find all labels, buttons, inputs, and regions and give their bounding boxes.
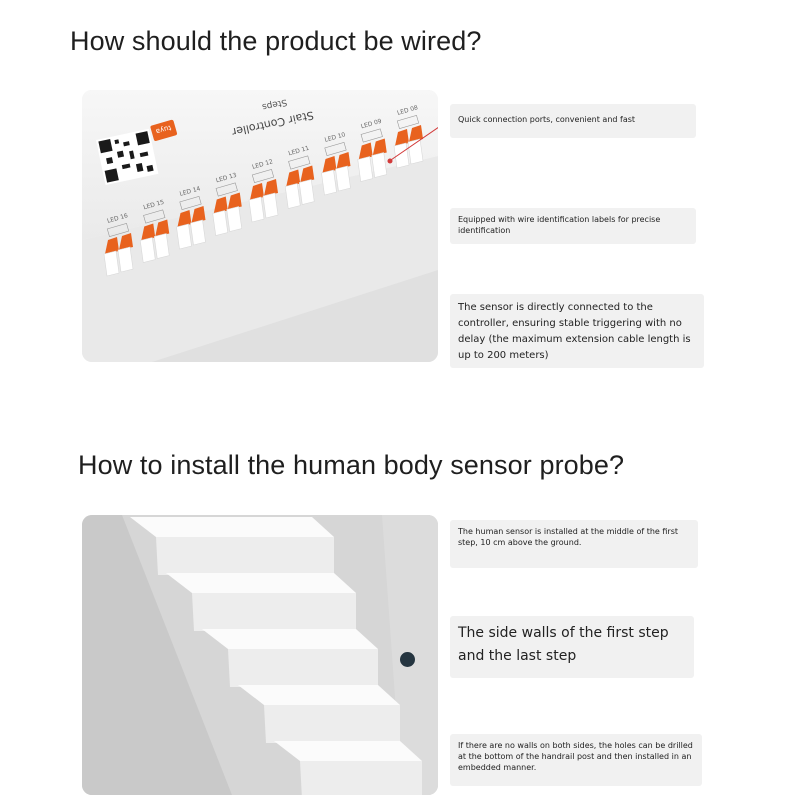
stair-riser: [300, 761, 422, 795]
stair-riser: [192, 593, 356, 631]
brand-name: tuya: [155, 123, 172, 135]
terminal-lever: [336, 152, 351, 169]
terminal-body: [139, 237, 156, 263]
terminal-lever: [300, 165, 315, 183]
terminal-body: [393, 142, 410, 169]
port-label-box: [288, 155, 311, 170]
terminal-body: [321, 169, 337, 196]
stairs-illustration: [82, 515, 438, 795]
terminal-lever: [250, 183, 264, 200]
terminal-lever: [119, 233, 133, 250]
terminal-body: [153, 233, 170, 259]
terminal-body: [190, 219, 206, 246]
note-handrail-holes: If there are no walls on both sides, the…: [450, 734, 702, 786]
terminal-body: [357, 156, 374, 182]
terminal-lever: [105, 237, 119, 254]
terminal-body: [298, 179, 315, 205]
note-sensor-connection: The sensor is directly connected to the …: [450, 294, 704, 368]
brand-logo: tuya: [150, 119, 178, 141]
stair-riser: [156, 537, 334, 575]
note-sensor-height: The human sensor is installed at the mid…: [450, 520, 698, 568]
terminal-lever: [409, 125, 423, 142]
stair-riser: [228, 649, 378, 687]
terminal-lever: [177, 210, 192, 227]
terminal-body: [284, 183, 301, 209]
terminal-lever: [322, 156, 337, 173]
terminal-body: [248, 196, 265, 223]
port-label-box: [143, 209, 166, 224]
note-wire-labels: Equipped with wire identification labels…: [450, 208, 696, 244]
port-label-box: [324, 142, 347, 156]
port-label-box: [179, 196, 202, 210]
terminal-body: [212, 210, 229, 236]
staircase: [130, 517, 422, 795]
terminal-lever: [213, 196, 228, 214]
callout-line: [387, 127, 438, 163]
terminal-lever: [372, 138, 387, 156]
terminal-body: [335, 165, 351, 192]
terminal-lever: [227, 192, 242, 210]
port-label-box: [396, 115, 420, 129]
note-side-walls: The side walls of the first step and the…: [450, 616, 694, 678]
terminal-body: [117, 246, 134, 273]
terminal-lever: [286, 169, 301, 187]
stair-tread: [130, 517, 334, 537]
stair-tread: [238, 685, 400, 705]
terminal-body: [262, 192, 279, 219]
port-label-box: [215, 182, 238, 197]
terminal-body: [371, 152, 388, 178]
install-heading: How to install the human body sensor pro…: [78, 450, 625, 480]
terminal-lever: [141, 223, 156, 241]
note-quick-connection: Quick connection ports, convenient and f…: [450, 104, 696, 138]
port-label-box: [360, 128, 383, 143]
terminal-lever: [191, 206, 206, 223]
terminal-body: [103, 250, 120, 277]
stair-tread: [166, 573, 356, 593]
stair-tread: [274, 741, 422, 761]
terminal-lever: [155, 219, 170, 237]
stair-tread: [202, 629, 378, 649]
sensor-probe-marker: [400, 652, 415, 667]
terminal-lever: [358, 142, 373, 160]
stairs-drawing: [82, 515, 438, 795]
wiring-heading: How should the product be wired?: [70, 26, 482, 56]
stair-riser: [264, 705, 400, 743]
terminal-body: [226, 206, 243, 232]
port-label-box: [251, 169, 275, 183]
port-label-box: [106, 223, 130, 237]
terminal-lever: [395, 129, 409, 146]
callout-dot: [387, 158, 393, 164]
qr-code: [96, 128, 159, 185]
terminal-body: [176, 223, 192, 250]
terminal-lever: [264, 179, 278, 196]
